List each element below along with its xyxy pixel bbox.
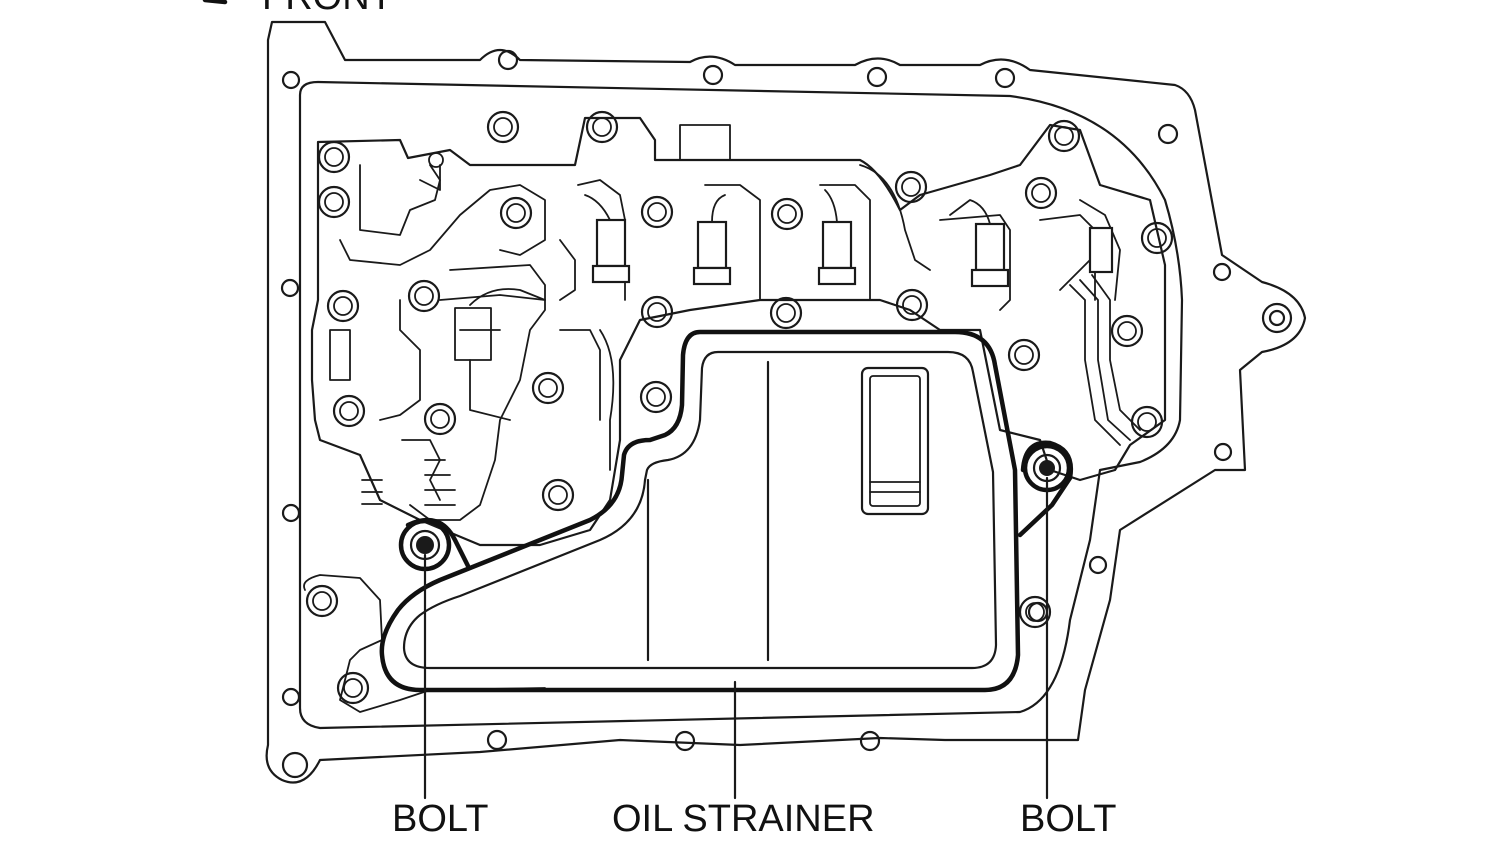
case-bolt-holes (280, 49, 1293, 779)
wiring-harness (419, 152, 1141, 446)
case-outer-outline (265, 20, 1307, 784)
valve-body-left-details (329, 164, 615, 521)
solenoid-connectors (591, 218, 1114, 288)
solenoid-area (577, 124, 1121, 311)
oil-strainer-label: OIL STRAINER (612, 798, 875, 840)
front-label: FRONT (262, 0, 393, 16)
arrow-left-icon (202, 0, 228, 5)
valve-body-lower-left (303, 574, 546, 713)
strainer-intake-port (860, 366, 930, 516)
bolt-left-label: BOLT (392, 798, 489, 840)
valve-body-bolts (305, 110, 1174, 705)
bolt-right-label: BOLT (1020, 798, 1117, 840)
oil-strainer-inner (402, 350, 998, 670)
oil-strainer-outer[interactable] (379, 329, 1021, 693)
strainer-bolt-left[interactable] (398, 517, 471, 572)
case-inner-outline (298, 80, 1184, 730)
